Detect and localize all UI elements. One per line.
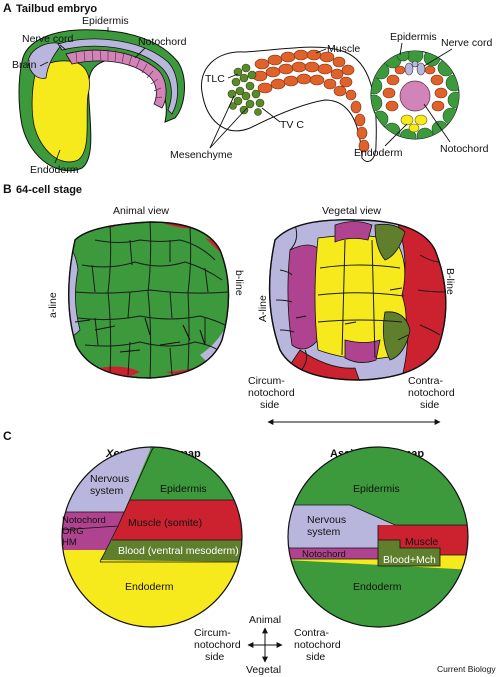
x-label-notochord: Notochord: [62, 515, 106, 526]
animal-view-embryo: [68, 221, 230, 379]
label-circum-1: Circum-: [248, 375, 285, 387]
x-label-muscle: Muscle (somite): [128, 517, 202, 529]
embryo-brain: [27, 42, 63, 79]
label-B-line: B-line: [444, 268, 456, 295]
as-label-nervous-1: Nervous: [307, 514, 346, 526]
mesenchyme-cells: [227, 63, 265, 116]
label-A-line: A-line: [257, 295, 269, 322]
label-animal-view: Animal view: [113, 205, 169, 217]
cross-endoderm: [400, 114, 428, 133]
muscle-cells: [252, 49, 370, 153]
credit-label: Current Biology: [437, 664, 496, 674]
panel-a-letter: A: [3, 1, 12, 15]
vegetal-view-embryo: [268, 219, 447, 381]
compass-contra-2: notochord: [294, 639, 341, 651]
x-label-hm: HM: [62, 537, 77, 548]
label-endoderm: Endoderm: [30, 164, 79, 176]
cross-notochord: [399, 80, 431, 112]
label-x-notochord: Notochord: [440, 143, 489, 155]
panel-c-letter: C: [3, 429, 12, 443]
panel-c: C Xenopus fate map Ascidian fate map: [3, 429, 469, 676]
label-mesenchyme: Mesenchyme: [170, 149, 233, 161]
label-nerve-cord: Nerve cord: [22, 33, 74, 45]
label-x-endoderm: Endoderm: [354, 147, 403, 159]
compass-contra-3: side: [306, 651, 325, 663]
label-notochord: Notochord: [138, 36, 187, 48]
xenopus-fate-map: [61, 446, 243, 628]
compass-vegetal: Vegetal: [246, 664, 281, 676]
panel-a-title: Tailbud embryo: [16, 3, 97, 15]
label-x-epidermis: Epidermis: [390, 31, 437, 43]
lateral-embryo: [18, 29, 185, 172]
panel-b-title: 64-cell stage: [16, 184, 82, 196]
x-label-endoderm: Endoderm: [125, 581, 174, 593]
x-label-nervous-1: Nervous: [90, 473, 129, 485]
embryo-nerve-cord: [57, 38, 178, 115]
label-brain: Brain: [12, 59, 37, 71]
x-label-org: ORG: [62, 526, 84, 537]
panel-b: B 64-cell stage Animal view Vegetal view: [3, 182, 456, 425]
panel-b-letter: B: [3, 182, 12, 196]
label-circum-2: notochord: [248, 387, 295, 399]
label-contra-1: Contra-: [408, 375, 444, 387]
label-circum-3: side: [260, 399, 279, 411]
cross-muscle-cells: [382, 65, 448, 112]
compass-contra-1: Contra-: [294, 627, 330, 639]
compass-circum-1: Circum-: [194, 627, 231, 639]
x-label-blood: Blood (ventral mesoderm): [118, 545, 239, 557]
cross-section: [370, 50, 460, 140]
as-label-muscle: Muscle: [405, 536, 438, 548]
as-label-endoderm: Endoderm: [353, 581, 402, 593]
label-epidermis: Epidermis: [82, 15, 129, 27]
as-label-nervous-2: system: [307, 526, 341, 538]
x-label-nervous-2: system: [90, 485, 124, 497]
label-contra-3: side: [420, 399, 439, 411]
embryo-notochord: [65, 49, 167, 109]
x-label-epidermis: Epidermis: [160, 483, 207, 495]
compass-animal: Animal: [249, 614, 281, 626]
tissue-embryo: [200, 46, 377, 162]
axis-compass: [247, 627, 283, 663]
compass-circum-3: side: [205, 651, 224, 663]
as-label-blood: Blood+Mch: [383, 554, 436, 566]
label-x-nerve-cord: Nerve cord: [441, 37, 493, 49]
label-b-line: b-line: [233, 270, 245, 296]
label-muscle: Muscle: [327, 43, 360, 55]
panel-a: A Tailbud embryo Brain Nerve cord Epider…: [3, 1, 493, 176]
ascidian-fate-map: [287, 446, 469, 628]
notochord-stripes: [75, 48, 163, 99]
label-contra-2: notochord: [408, 387, 455, 399]
compass-circum-2: notochord: [194, 639, 241, 651]
as-label-epidermis: Epidermis: [353, 483, 400, 495]
label-tlc: TLC: [205, 73, 225, 85]
as-label-notochord: Notochord: [302, 549, 346, 560]
label-vegetal-view: Vegetal view: [322, 205, 381, 217]
label-tvc: TV C: [280, 119, 304, 131]
label-a-line: a-line: [47, 292, 59, 318]
cross-nerve-cord: [404, 60, 426, 76]
